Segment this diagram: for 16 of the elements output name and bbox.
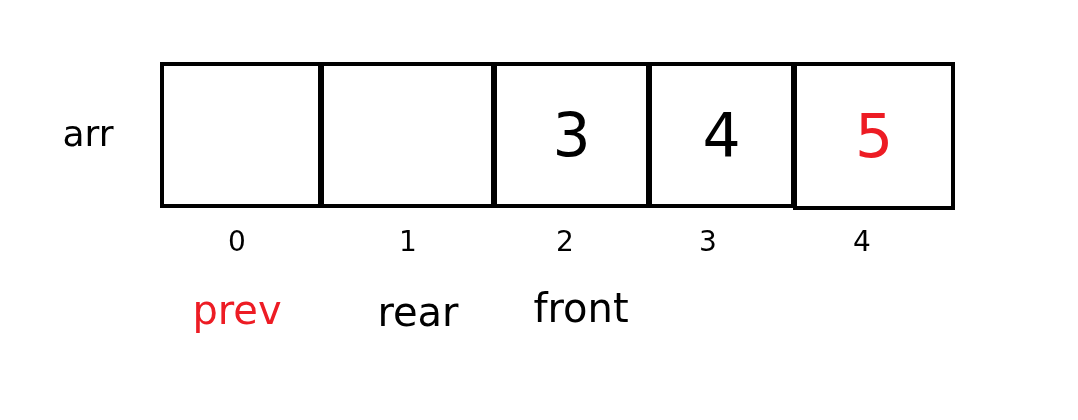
pointer-label: rear [377, 292, 459, 332]
array-cell [160, 62, 322, 208]
index-number: 4 [853, 228, 871, 256]
index-number: 0 [228, 228, 246, 256]
array-cell [793, 62, 955, 210]
array-cell [320, 62, 495, 208]
array-cell [648, 62, 795, 208]
cell-value: 5 [854, 106, 894, 166]
array-name: arr [62, 116, 114, 152]
index-number: 3 [699, 228, 717, 256]
cell-value: 4 [702, 105, 741, 165]
array-cell [493, 62, 650, 208]
index-number: 2 [556, 228, 574, 256]
pointer-label: front [533, 288, 629, 328]
index-number: 1 [399, 228, 417, 256]
cell-value: 3 [552, 105, 591, 165]
